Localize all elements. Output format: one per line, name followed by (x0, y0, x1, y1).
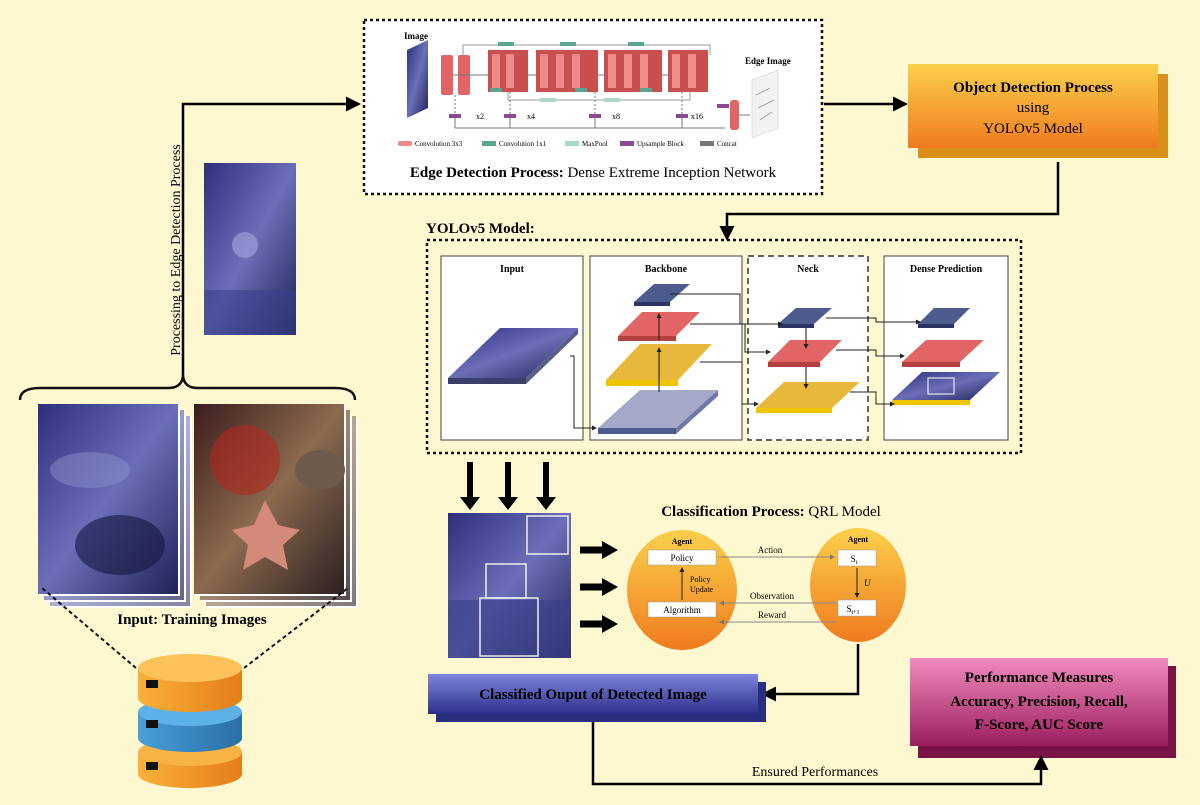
db-link-right (243, 587, 349, 669)
panel-neck-label: Neck (797, 264, 819, 275)
edge-detection-box: Image (362, 18, 824, 196)
legend-maxpool: MaxPool (582, 140, 608, 148)
legend-concat: Concat (717, 140, 737, 148)
legend-conv3x3: Convolution 3x3 (415, 140, 463, 148)
classified-output-box: Classified Ouput of Detected Image (428, 674, 766, 722)
panel-prediction-label: Dense Prediction (910, 264, 983, 275)
training-images: Input: Training Images (38, 404, 358, 628)
dexined-blocks (441, 42, 750, 130)
reward-label: Reward (758, 610, 786, 620)
observation-label: Observation (750, 591, 794, 601)
object-detection-line2: using (1017, 100, 1050, 116)
edge-image-input-label: Image (404, 31, 428, 41)
policy-label: Policy (670, 553, 694, 563)
object-detection-box: Object Detection Process using YOLOv5 Mo… (908, 64, 1168, 158)
side-label: Processing to Edge Detection Process (169, 144, 184, 356)
edge-legend: Convolution 3x3 Convolution 1x1 MaxPool … (398, 140, 737, 148)
ensured-label: Ensured Performances (752, 765, 878, 780)
transition-label: U (864, 578, 871, 588)
multiplier-x2: x2 (476, 112, 484, 121)
action-label: Action (758, 545, 783, 555)
classified-output-label: Classified Ouput of Detected Image (479, 687, 707, 703)
database-icon (138, 654, 242, 788)
performance-line1: Performance Measures (965, 670, 1114, 686)
prediction-layers (892, 308, 1000, 405)
qrl-links: Action Observation Reward (718, 545, 836, 625)
edge-output-image (751, 69, 779, 139)
object-detection-line1: Object Detection Process (953, 80, 1113, 96)
algorithm-label: Algorithm (663, 605, 701, 615)
yolo-output-arrows (460, 462, 556, 510)
flow-to-edge-arrow (181, 96, 361, 374)
multiplier-x4: x4 (527, 112, 535, 121)
panel-backbone-label: Backbone (645, 264, 688, 275)
edge-input-image (407, 40, 428, 118)
image-stack-right (194, 404, 358, 608)
sample-image (204, 163, 296, 335)
starfish-shape (232, 500, 300, 570)
flow-to-output-arrow (761, 644, 860, 702)
qrl-title-bold: Classification Process: (661, 504, 804, 520)
yolo-box: Input Backbone Neck Dense Prediction (425, 238, 1023, 455)
object-detection-line3: YOLOv5 Model (983, 121, 1083, 137)
legend-upsample: Upsample Block (637, 140, 684, 148)
multiplier-x8: x8 (612, 112, 620, 121)
input-feature-map (448, 328, 578, 384)
grouping-brace (18, 373, 357, 401)
agent-right: Agent St St+1 U (810, 528, 906, 642)
edge-title-bold: Edge Detection Process: (410, 165, 564, 181)
flow-to-yolo-arrow (719, 162, 1060, 241)
legend-conv1x1: Convolution 1x1 (499, 140, 547, 148)
flow-to-performance-arrow (591, 722, 1049, 786)
performance-line2: Accuracy, Precision, Recall, (950, 694, 1128, 710)
multiplier-x16: x16 (691, 112, 703, 121)
edge-title-rest: Dense Extreme Inception Network (564, 165, 777, 181)
panel-input-label: Input (500, 264, 525, 275)
qrl-title: Classification Process: QRL Model (661, 504, 881, 520)
image-stack-left (38, 404, 192, 608)
policy-update-line2: Update (690, 585, 714, 594)
backbone-layers (598, 284, 718, 434)
yolo-title: YOLOv5 Model: (426, 221, 535, 237)
agent-left-label: Agent (672, 537, 693, 546)
policy-update-line1: Policy (690, 575, 710, 584)
detected-image (448, 513, 571, 658)
state-next-label: St+1 (846, 604, 859, 616)
qrl-title-rest: QRL Model (805, 504, 881, 520)
neck-layers (756, 308, 860, 413)
agent-left: Agent Policy Algorithm Policy Update (627, 530, 737, 650)
agent-right-label: Agent (848, 535, 869, 544)
input-caption: Input: Training Images (117, 612, 267, 628)
edge-title: Edge Detection Process: Dense Extreme In… (410, 165, 777, 181)
edge-image-output-label: Edge Image (745, 56, 791, 66)
detection-to-qrl-arrows (580, 541, 618, 633)
performance-line3: F-Score, AUC Score (975, 717, 1104, 733)
state-t-label: St (851, 554, 858, 566)
performance-box: Performance Measures Accuracy, Precision… (910, 658, 1176, 758)
